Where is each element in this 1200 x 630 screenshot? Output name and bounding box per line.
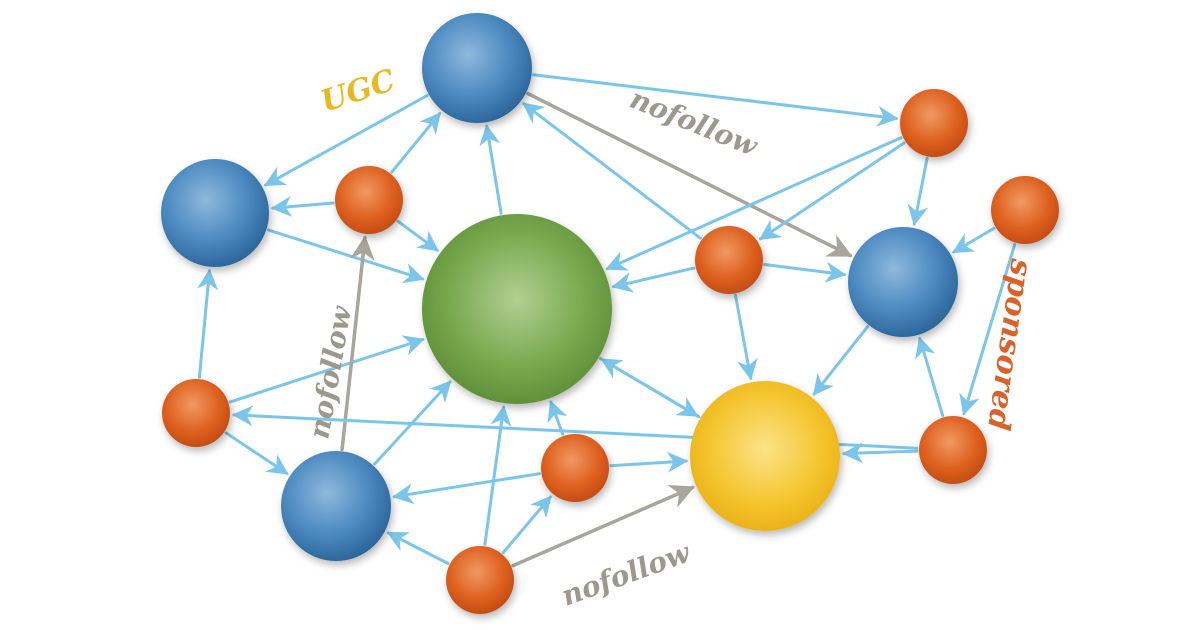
ugc-label: UGC: [317, 63, 400, 120]
link-follow-orange-bottom-mid-to-blue-bottom-left: [392, 472, 541, 505]
link-follow-orange-mid-right-to-blue-top: [522, 102, 702, 240]
node-blue-bottom-left: [281, 451, 391, 561]
link-follow-orange-mid-left-to-blue-top: [390, 112, 442, 174]
node-orange-mid-right: [695, 226, 763, 294]
link-follow-orange-top-right-to-orange-mid-right: [758, 141, 906, 241]
node-orange-top-right: [900, 89, 968, 157]
node-blue-left: [161, 159, 269, 267]
link-nofollow-blue-top-to-blue-right: [526, 91, 853, 258]
link-ugc-blue-top-to-blue-left: [263, 94, 429, 187]
node-orange-right-low: [919, 416, 987, 484]
links-layer: [197, 73, 1017, 568]
link-follow-orange-bottom-mid-to-green-center: [547, 400, 568, 436]
link-follow-orange-mid-right-to-yellow: [734, 293, 758, 381]
nofollow-label-bottom: nofollow: [557, 535, 695, 612]
node-orange-far-right: [991, 176, 1059, 244]
link-follow-orange-top-right-to-blue-right: [907, 156, 929, 227]
node-orange-left: [162, 379, 230, 447]
node-yellow: [690, 381, 840, 531]
link-follow-orange-right-low-to-yellow: [841, 442, 919, 464]
link-follow-orange-mid-left-to-blue-left: [270, 196, 335, 217]
link-follow-orange-left-to-blue-bottom-left: [224, 431, 289, 475]
link-follow-orange-left-to-blue-left: [197, 268, 219, 379]
link-follow-blue-right-to-yellow: [812, 325, 870, 396]
link-follow-orange-far-right-to-blue-right: [951, 226, 996, 254]
node-orange-bottom: [446, 546, 514, 614]
sponsored-label: sponsored: [980, 256, 1039, 433]
node-blue-top: [422, 13, 532, 123]
link-follow-orange-bottom-to-green-center: [483, 405, 512, 546]
link-nofollow-blue-bottom-left-to-orange-mid-left: [340, 235, 375, 452]
link-follow-yellow-to-green-center: [600, 358, 701, 419]
node-green-center: [422, 214, 612, 404]
link-sponsored-orange-far-right-to-orange-right-low: [959, 243, 1017, 416]
link-follow-orange-mid-right-to-blue-right: [763, 261, 847, 283]
link-follow-orange-bottom-to-orange-bottom-mid: [501, 495, 552, 554]
link-follow-orange-top-right-to-green-center: [605, 136, 903, 271]
link-follow-orange-mid-left-to-green-center: [396, 219, 439, 252]
link-nofollow-orange-bottom-to-yellow: [511, 485, 695, 568]
link-follow-orange-bottom-to-blue-bottom-left: [386, 531, 450, 565]
link-follow-blue-left-to-green-center: [266, 228, 425, 284]
link-follow-orange-left-to-green-center: [228, 335, 425, 404]
node-blue-right: [848, 227, 958, 337]
link-follow-orange-bottom-mid-to-yellow: [609, 451, 689, 473]
node-orange-mid-left: [335, 166, 403, 234]
link-follow-blue-top-to-orange-top-right: [532, 73, 899, 127]
nodes-layer: [161, 13, 1059, 614]
link-follow-orange-right-low-to-blue-right: [915, 336, 945, 417]
node-orange-bottom-mid: [541, 434, 609, 502]
link-follow-green-center-to-blue-top: [479, 124, 503, 215]
link-follow-orange-mid-right-to-green-center: [611, 266, 696, 293]
